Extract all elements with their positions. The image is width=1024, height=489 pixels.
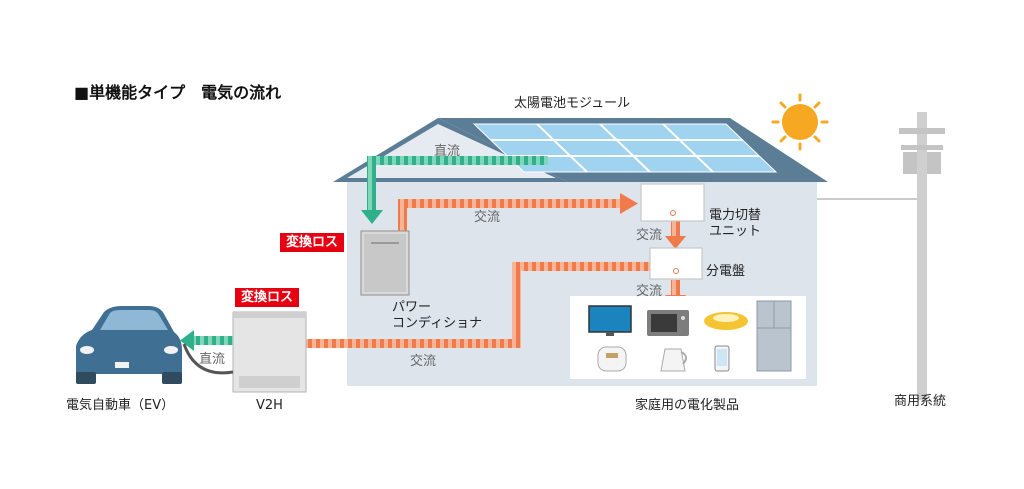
label-ac-switch: 交流 [636, 228, 663, 243]
label-ev: 電気自動車（EV） [66, 398, 175, 413]
kettle-icon [660, 348, 687, 372]
charging-cable [182, 343, 234, 375]
ac-arrow-switch-to-dist [665, 221, 686, 249]
label-dc-top: 直流 [434, 144, 461, 159]
label-power-conditioner: パワー コンディショナ [392, 300, 483, 331]
label-distribution-board: 分電盤 [706, 264, 746, 279]
label-appliances: 家庭用の電化製品 [635, 398, 740, 413]
loss-badge-v2h: 変換ロス [235, 288, 300, 307]
label-switch-unit: 電力切替 ユニット [709, 208, 762, 239]
utility-pole-icon [899, 112, 945, 400]
microwave-icon [647, 310, 689, 336]
power-switch-unit [640, 183, 705, 222]
distribution-board [649, 247, 703, 280]
dc-arrow-solar-to-pcs [361, 156, 548, 224]
v2h-unit [232, 311, 307, 393]
rice-cooker-icon [597, 346, 627, 372]
smartphone-icon [714, 345, 730, 372]
loss-badge-pcs: 変換ロス [280, 233, 345, 252]
label-v2h: V2H [256, 398, 283, 413]
car-icon [76, 306, 182, 384]
page-title: ■単機能タイプ 電気の流れ [74, 83, 282, 102]
ceiling-light-icon [704, 312, 748, 330]
label-ac-top: 交流 [474, 210, 501, 225]
label-ac-dist: 交流 [636, 284, 663, 299]
dc-arrow-v2h-to-ev [180, 330, 233, 351]
label-dc-ev: 直流 [199, 352, 226, 367]
label-solar-module: 太陽電池モジュール [514, 96, 631, 111]
label-grid: 商用系統 [894, 394, 947, 409]
power-conditioner [360, 230, 410, 296]
ac-arrow-pcs-to-switch [398, 193, 638, 231]
label-ac-bottom: 交流 [410, 354, 437, 369]
refrigerator-icon [756, 300, 792, 372]
sun-icon [771, 93, 829, 151]
tv-icon [588, 305, 632, 336]
ac-arrow-v2h-to-dist [306, 262, 650, 348]
